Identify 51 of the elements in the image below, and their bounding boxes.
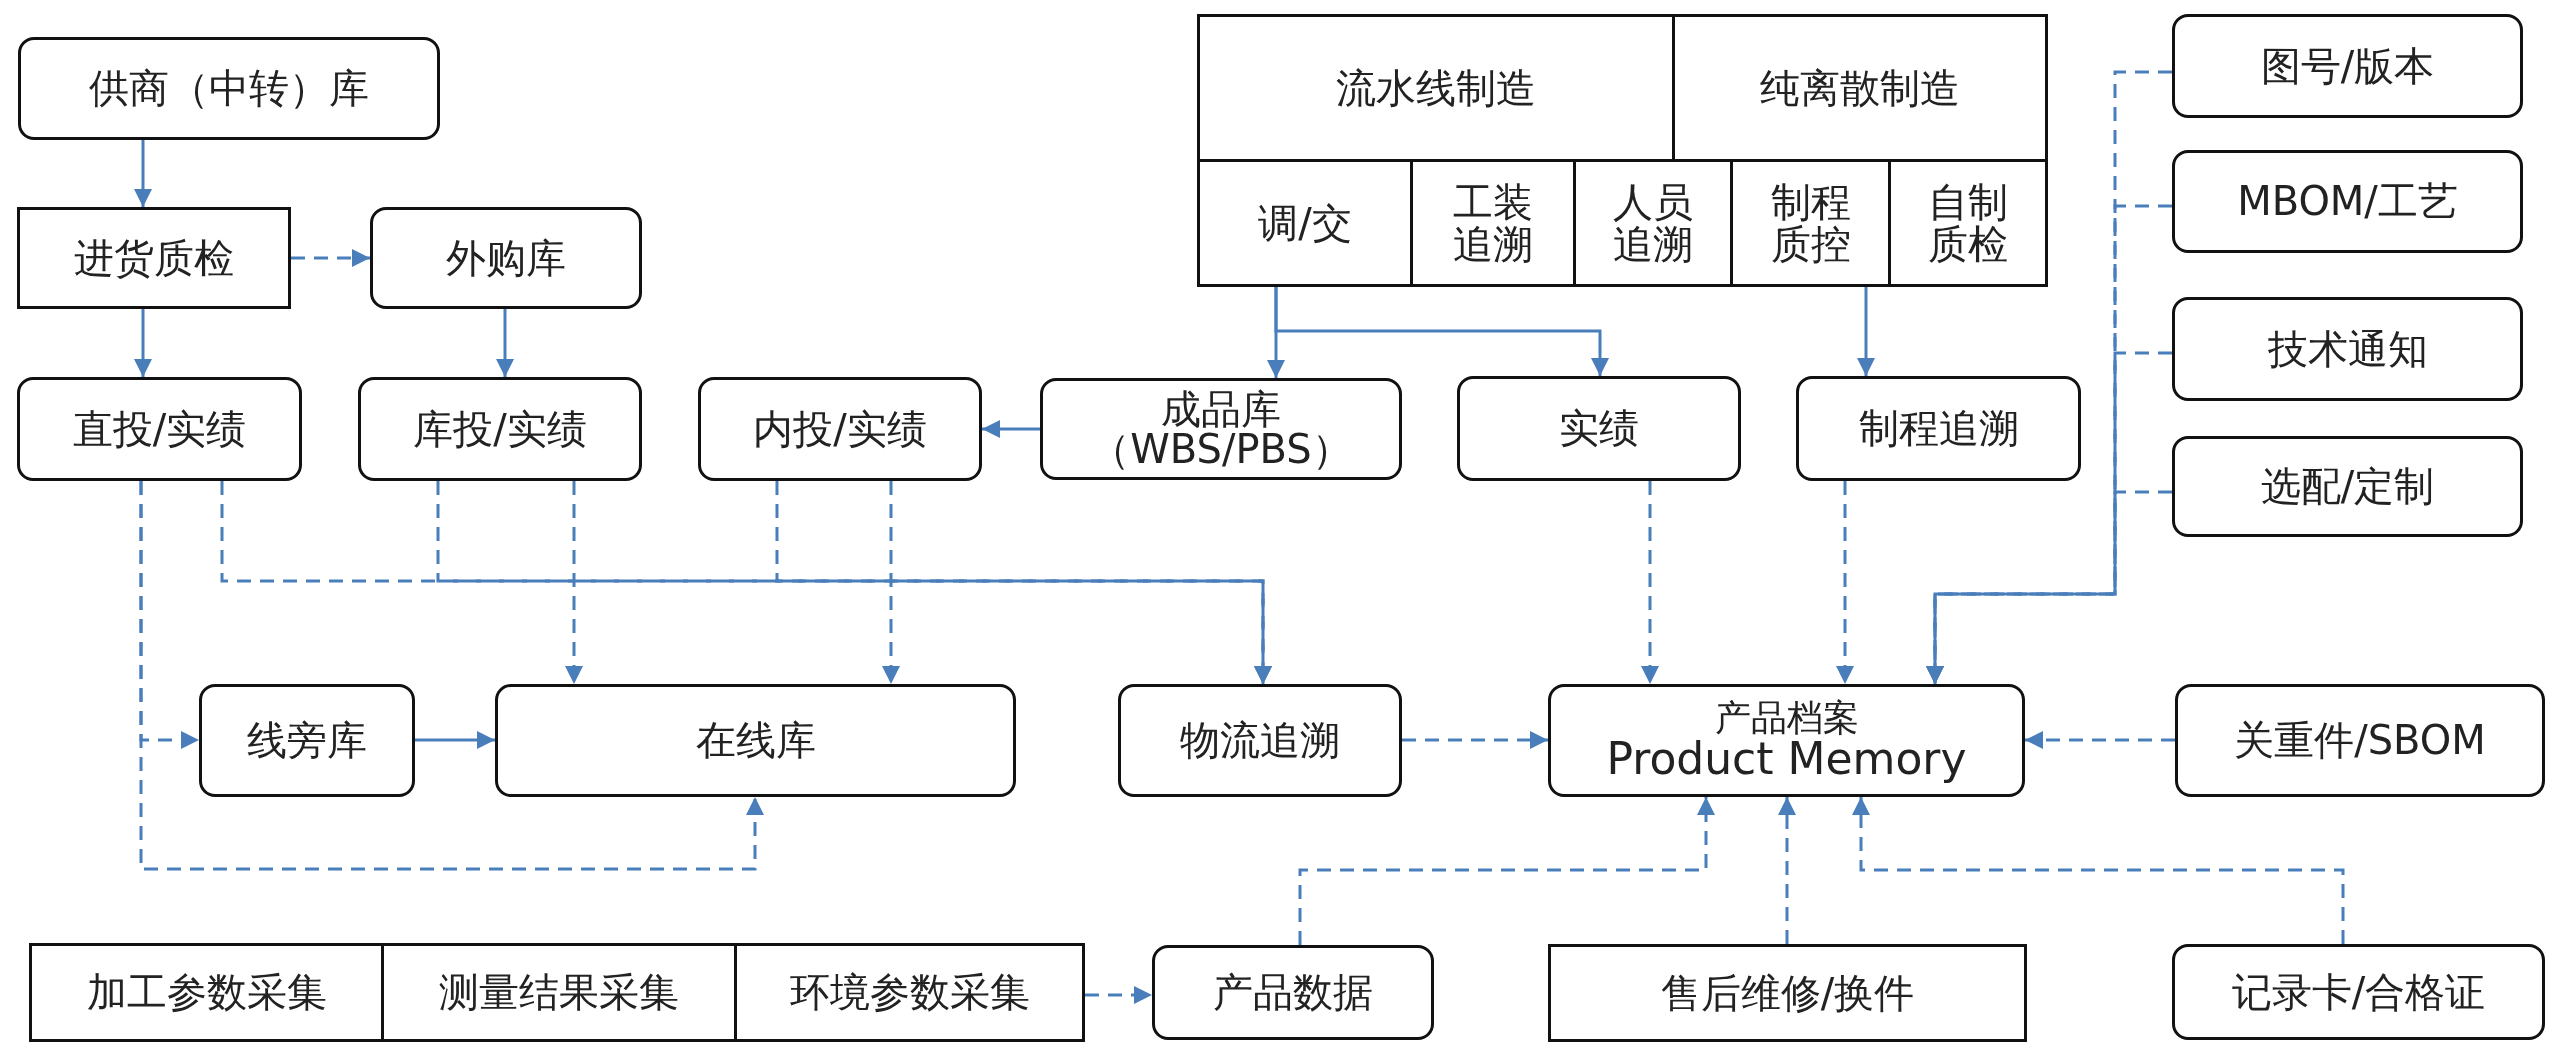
table-cell: 测量结果采集	[381, 943, 737, 1042]
process-box: 选配/定制	[2172, 436, 2523, 537]
arrow	[1085, 986, 1152, 1004]
arrow	[134, 140, 152, 207]
table-cell: 加工参数采集	[29, 943, 384, 1042]
arrow	[2025, 731, 2175, 749]
arrow	[134, 309, 152, 377]
arrow	[1836, 481, 1854, 684]
process-box: 物流追溯	[1118, 684, 1402, 797]
arrow	[139, 481, 764, 871]
arrow	[1852, 797, 2345, 944]
process-box: 直投/实绩	[17, 377, 302, 481]
process-box: 实绩	[1457, 376, 1741, 481]
process-box: 关重件/SBOM	[2175, 684, 2545, 797]
arrow	[882, 481, 900, 684]
arrow	[415, 731, 495, 749]
process-box: 技术通知	[2172, 297, 2523, 401]
arrow	[1926, 490, 2172, 684]
process-box: MBOM/工艺	[2172, 150, 2523, 253]
arrow	[1857, 287, 1875, 376]
process-box: 产品数据	[1152, 945, 1434, 1040]
arrow	[1778, 797, 1796, 944]
table-cell: 纯离散制造	[1672, 14, 2048, 162]
table-cell: 流水线制造	[1197, 14, 1675, 162]
arrow	[291, 249, 370, 267]
process-box	[1548, 684, 2025, 797]
box-heading: 产品档案	[1714, 698, 1859, 737]
table-cell: 自制质检	[1888, 159, 2048, 287]
arrow	[1298, 797, 1715, 945]
process-box: 在线库	[495, 684, 1016, 797]
arrow	[565, 481, 583, 684]
arrow	[1274, 287, 1609, 376]
process-box: 制程追溯	[1796, 376, 2081, 481]
arrow	[496, 309, 514, 377]
process-box: 线旁库	[199, 684, 415, 797]
process-box: 成品库（WBS/PBS）	[1040, 378, 1402, 480]
arrow	[1641, 481, 1659, 684]
process-box: 图号/版本	[2172, 14, 2523, 118]
table-cell: 环境参数采集	[734, 943, 1085, 1042]
process-box: 外购库	[370, 207, 642, 309]
arrow	[1402, 731, 1548, 749]
process-box: 供商（中转）库	[18, 37, 440, 140]
arrow	[982, 420, 1040, 438]
table-cell: 调/交	[1197, 159, 1413, 287]
arrow	[775, 481, 1272, 684]
process-box: 售后维修/换件	[1548, 944, 2027, 1042]
process-box: 库投/实绩	[358, 377, 642, 481]
box-label: Product Memory	[1606, 736, 1967, 783]
process-box: 进货质检	[17, 207, 291, 309]
process-box: 记录卡/合格证	[2172, 944, 2545, 1040]
process-box: 内投/实绩	[698, 377, 982, 481]
